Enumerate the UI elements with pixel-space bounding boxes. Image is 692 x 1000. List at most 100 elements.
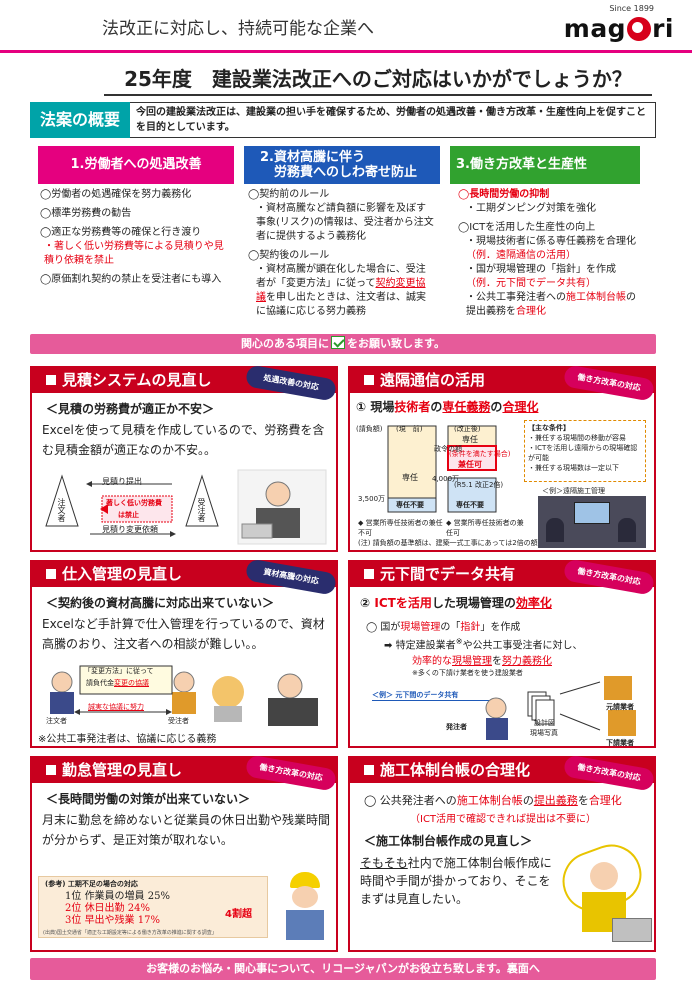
- text: を: [577, 794, 589, 807]
- diagram-middle-label-1: 著しく低い労務費: [106, 499, 162, 507]
- conditions-box: 【主な条件】 ・兼任する現場間の移動が容易 ・ICTを活用し遠隔からの現場確認が…: [524, 420, 646, 482]
- panel-purchase-management[interactable]: 仕入管理の見直し 資材高騰の対応 ＜契約後の資材高騰に対応出来ていない＞ Exc…: [30, 558, 338, 748]
- subtitle-prefix: ②: [360, 596, 371, 610]
- subtitle-prefix: ①: [356, 400, 367, 414]
- panel-construction-ledger[interactable]: 施工体制台帳の合理化 働き方改革の対応 ◯ 公共発注者への施工体制台帳の提出義務…: [348, 754, 656, 952]
- list-item-text: を申し出たときは、注文者は、誠実に協議に応じる努力義務: [256, 292, 426, 317]
- panel-subtitle: ＜見積の労務費が適正か不安＞: [46, 402, 215, 416]
- diagram-top-label: 見積り提出: [102, 477, 142, 486]
- highlight: 効率的な: [412, 656, 452, 667]
- rank-number: 2位: [65, 903, 82, 914]
- orderer-label: 発注者: [446, 723, 467, 731]
- list-item: ◯原価割れ契約の禁止を受注者にも導入: [40, 274, 222, 285]
- text: ※: [455, 636, 463, 646]
- panel-title: 遠隔通信の活用: [380, 371, 486, 389]
- list-item-text: の提出義務を: [466, 292, 636, 317]
- column-2-heading-line1: 2.資材高騰に伴う: [260, 150, 365, 165]
- list-item-sub: ・国が現場管理の「指針」を作成: [466, 264, 616, 275]
- drawing-label-1: 設計図: [534, 719, 555, 727]
- rank-number: 3位: [65, 915, 82, 926]
- checkbox-icon[interactable]: [46, 765, 56, 775]
- chart-ylabel: (請負額): [356, 425, 383, 433]
- rank-list: 1位 作業員の増員 25% 2位 休日出勤 24% 3位 早出や残業 17%: [39, 891, 267, 927]
- subtitle-text: 現場: [370, 400, 395, 414]
- text: 特定建設業者: [395, 640, 456, 652]
- panel-subtitle: ① 現場技術者の専任義務の合理化: [356, 398, 538, 415]
- bubble-text-2: 請負代金変更の協議: [86, 678, 149, 688]
- panel-subtitle: ② ICTを活用した現場管理の効率化: [360, 594, 552, 611]
- interest-banner-text: 関心のある項目に: [241, 337, 330, 350]
- column-3-heading: 3.働き方改革と生産性: [450, 146, 640, 184]
- rank-label: 休日出勤: [84, 903, 125, 914]
- panel-title: 勤怠管理の見直し: [62, 761, 183, 779]
- column-1-heading: 1.労働者への処遇改善: [38, 146, 234, 184]
- diagram-left-label: 注文者: [46, 717, 67, 725]
- worker-illustration: [276, 862, 332, 942]
- list-item-sub: ・工期ダンピング対策を強化: [466, 203, 596, 214]
- highlight: 施工体制台帳: [456, 794, 523, 807]
- chart-y2: 4,000万: [432, 475, 460, 483]
- list-item: ◯標準労務費の勧告: [40, 208, 132, 219]
- list-item-sub: （例．遠隔通信の活用）: [466, 250, 576, 261]
- panel-estimate-system[interactable]: 見積システムの見直し 処遇改善の対応 ＜見積の労務費が適正か不安＞ Excelを…: [30, 364, 338, 552]
- list-item-sub: ・資材高騰など請負額に影響を及ぼす事象(リスク)の情報は、受注者から注文者に提供…: [256, 203, 434, 242]
- data-sharing-diagram: [485, 676, 636, 740]
- photo-caption: ＜例＞遠隔施工管理: [542, 487, 605, 495]
- highlight: 努力義務化: [502, 656, 552, 667]
- prime-contractor-label: 元請業者: [606, 703, 634, 711]
- checkbox-icon[interactable]: [364, 569, 374, 579]
- reference-box: (参考) 工期不足の場合の対応 1位 作業員の増員 25% 2位 休日出勤 24…: [38, 876, 268, 938]
- bottom-banner[interactable]: お客様のお悩み・関心事について、リコージャパンがお役立ち致します。裏面へ: [30, 958, 656, 980]
- panel-subtitle: ＜施工体制台帳作成の見直し＞: [364, 834, 533, 848]
- list-item-highlight: 施工体制台帳: [566, 292, 626, 303]
- column-2-heading: 2.資材高騰に伴う 労務費へのしわ寄せ防止: [244, 146, 440, 184]
- rank-row: 1位 作業員の増員 25%: [65, 891, 267, 903]
- chart-note-1: ◆ 営業所専任技術者の兼任不可: [358, 519, 443, 537]
- panel-remote-communication[interactable]: 遠隔通信の活用 働き方改革の対応 ① 現場技術者の専任義務の合理化 (請負額) …: [348, 364, 656, 552]
- chart-kenmu-label: 兼任可: [458, 460, 482, 469]
- checkbox-icon[interactable]: [46, 375, 56, 385]
- condition-item: ・兼任する現場数は一定以下: [528, 464, 619, 472]
- header-tagline: 法改正に対応し、持続可能な企業へ: [102, 19, 374, 39]
- chart-lower-label-1: 専任不要: [396, 501, 424, 509]
- text: ◯ 国が: [366, 622, 401, 633]
- subtitle-highlight: 専任義務: [442, 400, 491, 414]
- panel-subtitle: ＜長時間労働の対策が出来ていない＞: [46, 792, 251, 806]
- arrow-right-icon: ➡: [384, 640, 393, 652]
- example-label: ＜例＞ 元下間のデータ共有: [372, 690, 492, 701]
- text: 」を作成: [480, 622, 521, 633]
- panel-data-sharing[interactable]: 元下間でデータ共有 働き方改革の対応 ② ICTを活用した現場管理の効率化 ◯ …: [348, 558, 656, 748]
- list-item: ◯労働者の処遇確保を努力義務化: [40, 189, 192, 200]
- duty-line: 効率的な現場管理を努力義務化: [412, 652, 552, 667]
- subtitle-highlight: 合理化: [502, 400, 539, 414]
- panel-body: Excelを使って見積を作成しているので、労務費を含む見積金額が適正なのか不安。…: [42, 423, 325, 457]
- rank-label: 作業員の増員: [84, 891, 145, 902]
- logo-o-icon: [627, 17, 652, 41]
- list-item-text: ・資材高騰が顕在化した場合に、受注者が「変更方法」に従って: [256, 264, 426, 289]
- list-item-sub: （例．元下間でデータ共有）: [466, 278, 596, 289]
- column-2-heading-line2: 労務費へのしわ寄せ防止: [274, 165, 418, 180]
- chart-senin-label-2: 専任: [462, 435, 478, 444]
- checkbox-icon[interactable]: [364, 765, 374, 775]
- conditions-title: 【主な条件】: [528, 424, 570, 432]
- subtitle-text: の: [430, 400, 443, 414]
- diagram-right-label: 受注者: [197, 498, 206, 522]
- chart-note-2: ◆ 営業所専任技術者の兼任可: [446, 519, 524, 537]
- panel-title: 見積システムの見直し: [62, 371, 212, 389]
- negotiation-diagram: [50, 665, 318, 726]
- highlight: 現場管理: [452, 656, 492, 667]
- subtitle-text: した現場管理の: [431, 596, 516, 610]
- panel-attendance-management[interactable]: 勤怠管理の見直し 働き方改革の対応 ＜長時間労働の対策が出来ていない＞ 月末に勤…: [30, 754, 338, 952]
- column-1-body: ◯労働者の処遇確保を努力義務化 ◯標準労務費の勧告 ◯適正な労務費等の確保と行き…: [40, 188, 236, 292]
- checkbox-icon[interactable]: [364, 375, 374, 385]
- chart-y1: 政令の額: [434, 445, 462, 453]
- checkbox-icon[interactable]: [46, 569, 56, 579]
- bubble-text: 請負代金: [86, 679, 114, 687]
- panel-body: 月末に勤怠を締めないと従業員の休日出勤や残業時間が分からず、是正対策が取れない。: [42, 813, 331, 847]
- checkbox-icon[interactable]: [331, 336, 346, 349]
- overview-text: 今回の建設業法改正は、建設業の担い手を確保するため、労働者の処遇改善・働き方改革…: [130, 102, 656, 138]
- chart-after-label: (改正後): [454, 425, 481, 433]
- condition-item: ・兼任する現場間の移動が容易: [528, 434, 626, 442]
